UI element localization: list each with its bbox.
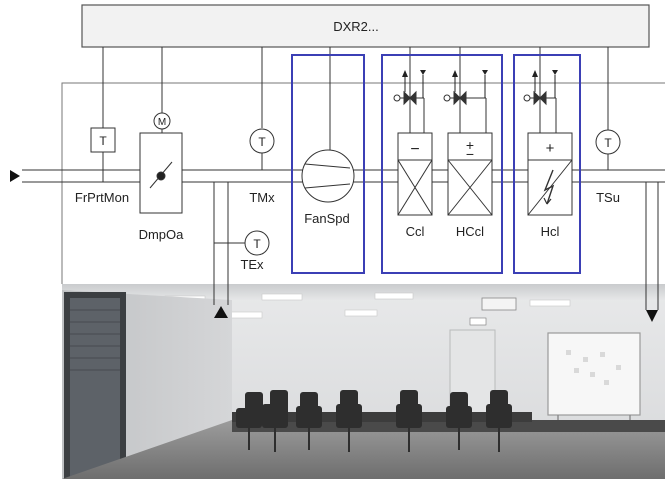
coil-highlight-2 — [513, 54, 581, 274]
mixed-sensor-label: TMx — [249, 190, 275, 205]
controller-box[interactable] — [81, 4, 650, 48]
heat-cool-sign-top: + — [466, 137, 474, 153]
cooling-coil — [397, 132, 433, 216]
down-arrow-icon — [646, 310, 658, 322]
exhaust-sensor-symbol: T — [253, 237, 261, 251]
heat-cool-sign-bottom: − — [466, 146, 474, 162]
frost-sensor-label: FrPrtMon — [75, 190, 129, 205]
fan-icon — [301, 149, 355, 203]
exhaust-sensor-label: TEx — [240, 257, 264, 272]
play-arrow-icon — [10, 170, 20, 182]
fan-label: FanSpd — [304, 211, 350, 226]
down-arrow-icon — [552, 70, 558, 75]
damper-label: DmpOa — [139, 227, 185, 242]
exhaust-sensor — [244, 230, 270, 256]
frost-sensor — [90, 127, 116, 153]
heating-coil-sign: + — [546, 140, 555, 157]
controller-label: DXR2... — [333, 19, 379, 34]
cooling-coil-label: Ccl — [406, 224, 425, 239]
diagram-overlay — [22, 4, 665, 310]
heat-cool-coil — [447, 132, 493, 216]
down-arrow-icon — [482, 70, 488, 75]
down-arrow-icon — [420, 70, 426, 75]
coil-highlight-1 — [381, 54, 503, 274]
mixed-sensor-symbol: T — [258, 135, 266, 149]
mixed-air-sensor — [249, 128, 275, 154]
heating-coil-label: Hcl — [541, 224, 560, 239]
valve-icon — [403, 90, 417, 106]
valve-icon — [533, 90, 547, 106]
supply-sensor — [595, 129, 621, 155]
cooling-coil-sign: − — [410, 141, 419, 158]
frost-sensor-symbol: T — [99, 134, 107, 148]
lightning-icon — [543, 169, 555, 205]
heating-coil — [527, 132, 573, 216]
motor-symbol: M — [158, 117, 166, 128]
valve-icon — [453, 90, 467, 106]
up-arrow-icon — [402, 70, 408, 77]
supply-sensor-label: TSu — [596, 190, 620, 205]
up-arrow-icon — [452, 70, 458, 77]
up-arrow-icon — [214, 306, 228, 318]
room-photo — [62, 284, 665, 479]
fan-highlight — [291, 54, 365, 274]
heat-cool-coil-label: HCcl — [456, 224, 484, 239]
pipe-arrows — [402, 70, 558, 77]
up-arrow-icon — [532, 70, 538, 77]
supply-sensor-symbol: T — [604, 136, 612, 150]
